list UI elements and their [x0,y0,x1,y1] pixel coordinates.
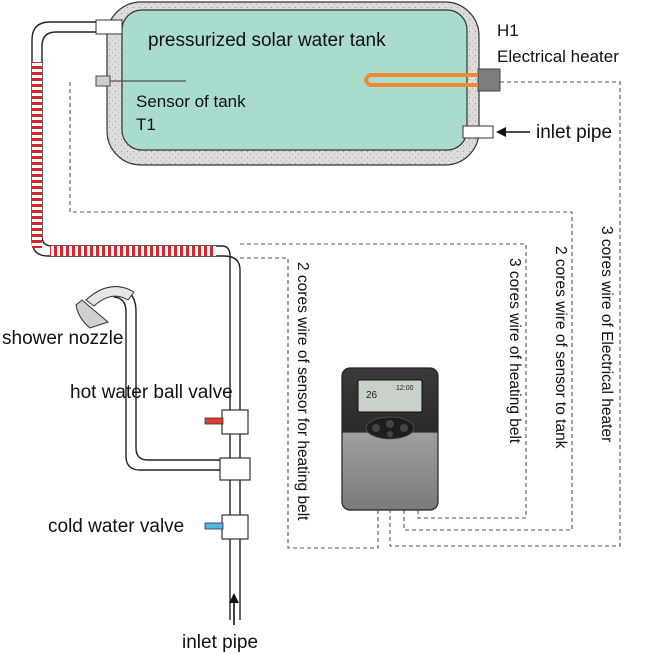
tank-sensor [95,75,186,87]
heating-belt-horizontal [50,246,216,256]
shower-label: shower nozzle [2,328,123,349]
tank-inlet-stub [462,125,494,139]
wire-label-electrical-heater: 3 cores wire of Electrical heater [598,226,615,442]
wire-label-heating-belt-sensor: 2 cores wire of sensor for heating belt [294,262,311,521]
heating-belt-vertical [32,62,42,248]
wire-heating-belt-sensor [240,257,379,549]
heater-name: Electrical heater [497,47,619,66]
controller-button [400,424,408,432]
sensor-name: Sensor of tank [136,92,246,111]
inlet-pipe-bottom-label: inlet pipe [182,632,258,653]
hot-water-ball-valve [204,409,249,435]
shower-branch [75,286,230,471]
hot-valve-handle [204,417,224,425]
sensor-code: T1 [136,115,156,134]
inlet-pipe-tank-label: inlet pipe [536,122,612,143]
heater-element [364,73,478,87]
ball-valve-icon [221,409,249,435]
controller-lcd [357,379,423,413]
tank-title: pressurized solar water tank [148,30,386,51]
lcd-value: 26 [366,390,378,401]
hot-water-pipe [31,19,241,620]
ball-valve-icon [221,514,249,540]
controller-button [386,420,394,428]
inlet-arrow-bottom [229,593,239,625]
shower-nozzle-icon [75,299,110,329]
cold-valve-label: cold water valve [48,516,184,537]
heater-head [477,68,501,92]
wire-tank-sensor [69,82,573,531]
tee-fitting [219,457,251,481]
lcd-time: 12:00 [396,385,414,392]
wire-electrical-heater [389,81,621,547]
controller-button [387,431,393,437]
tank [106,1,480,166]
wire-label-tank-sensor: 2 cores wire of sensor to tank [552,246,569,449]
wire-label-heating-belt: 3 cores wire of heating belt [506,258,523,444]
controller-device-icon: 26 12:00 [341,367,439,511]
cold-valve-handle [204,522,224,530]
tank-water [121,9,468,151]
electrical-heater [364,68,501,92]
wire-heating-belt [240,243,527,519]
controller-button [372,424,380,432]
inlet-arrow-tank [496,127,530,137]
cold-water-valve [204,514,249,540]
wires [69,81,621,549]
hot-valve-label: hot water ball valve [70,382,233,403]
heater-code: H1 [497,21,519,40]
